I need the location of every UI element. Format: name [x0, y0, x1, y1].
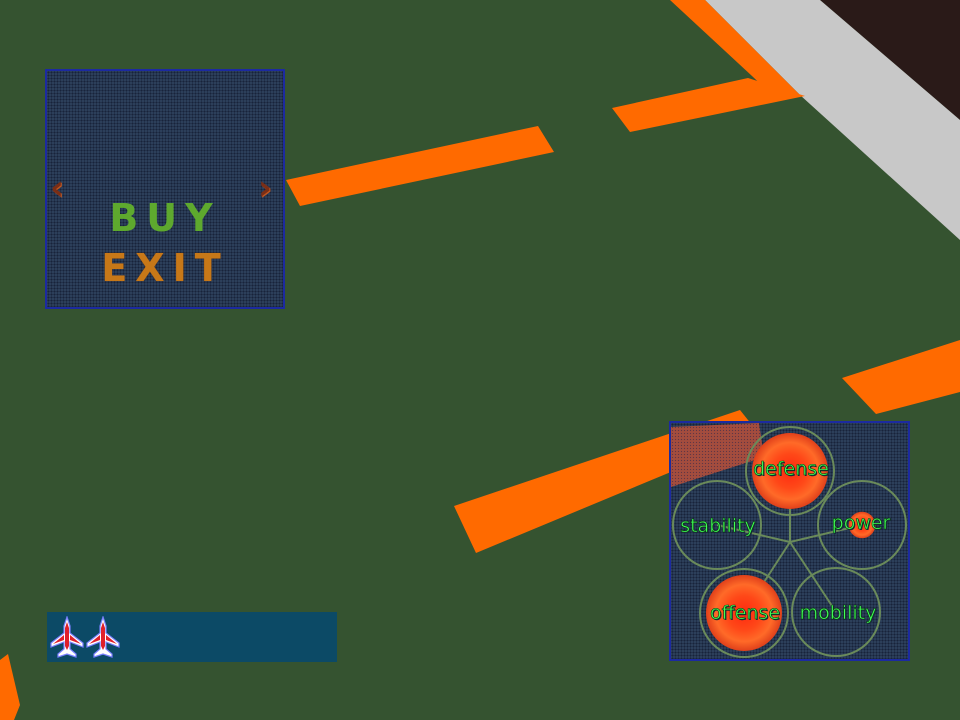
- stripe-overlay: [671, 423, 764, 487]
- menu-right-arrow[interactable]: ›: [258, 168, 273, 208]
- stability-label: stability: [680, 515, 756, 538]
- runway-stripe: [0, 654, 20, 720]
- menu-left-arrow[interactable]: ‹: [50, 168, 65, 208]
- building-wall: [705, 0, 960, 240]
- power-level-orb: [848, 511, 876, 539]
- mobility-ring: [791, 567, 881, 657]
- mobility-label: mobility: [799, 602, 877, 625]
- defense-level-orb: [752, 433, 828, 509]
- offense-ring: [699, 568, 789, 658]
- stat-circles: [672, 426, 907, 658]
- stability-ring: [672, 480, 762, 570]
- shop-menu-panel: [45, 69, 285, 309]
- runway-stripe: [842, 340, 960, 414]
- stat-diagram: [671, 423, 907, 658]
- power-ring: [817, 480, 907, 570]
- offense-label: offense: [709, 602, 781, 625]
- defense-label: defense: [753, 458, 829, 481]
- buy-option[interactable]: BUY: [109, 196, 221, 240]
- power-label: power: [831, 512, 891, 535]
- defense-ring: [745, 426, 835, 516]
- fighter-jet-icon: [50, 616, 84, 658]
- exit-option[interactable]: EXIT: [101, 246, 229, 290]
- runway-stripe: [670, 0, 800, 98]
- stability-spoke: [716, 524, 791, 543]
- runway-stripe: [286, 126, 554, 206]
- offense-level-orb: [706, 575, 782, 651]
- fighter-jet-icon: [86, 616, 120, 658]
- runway-stripe: [612, 78, 805, 132]
- mobility-spoke: [789, 541, 837, 613]
